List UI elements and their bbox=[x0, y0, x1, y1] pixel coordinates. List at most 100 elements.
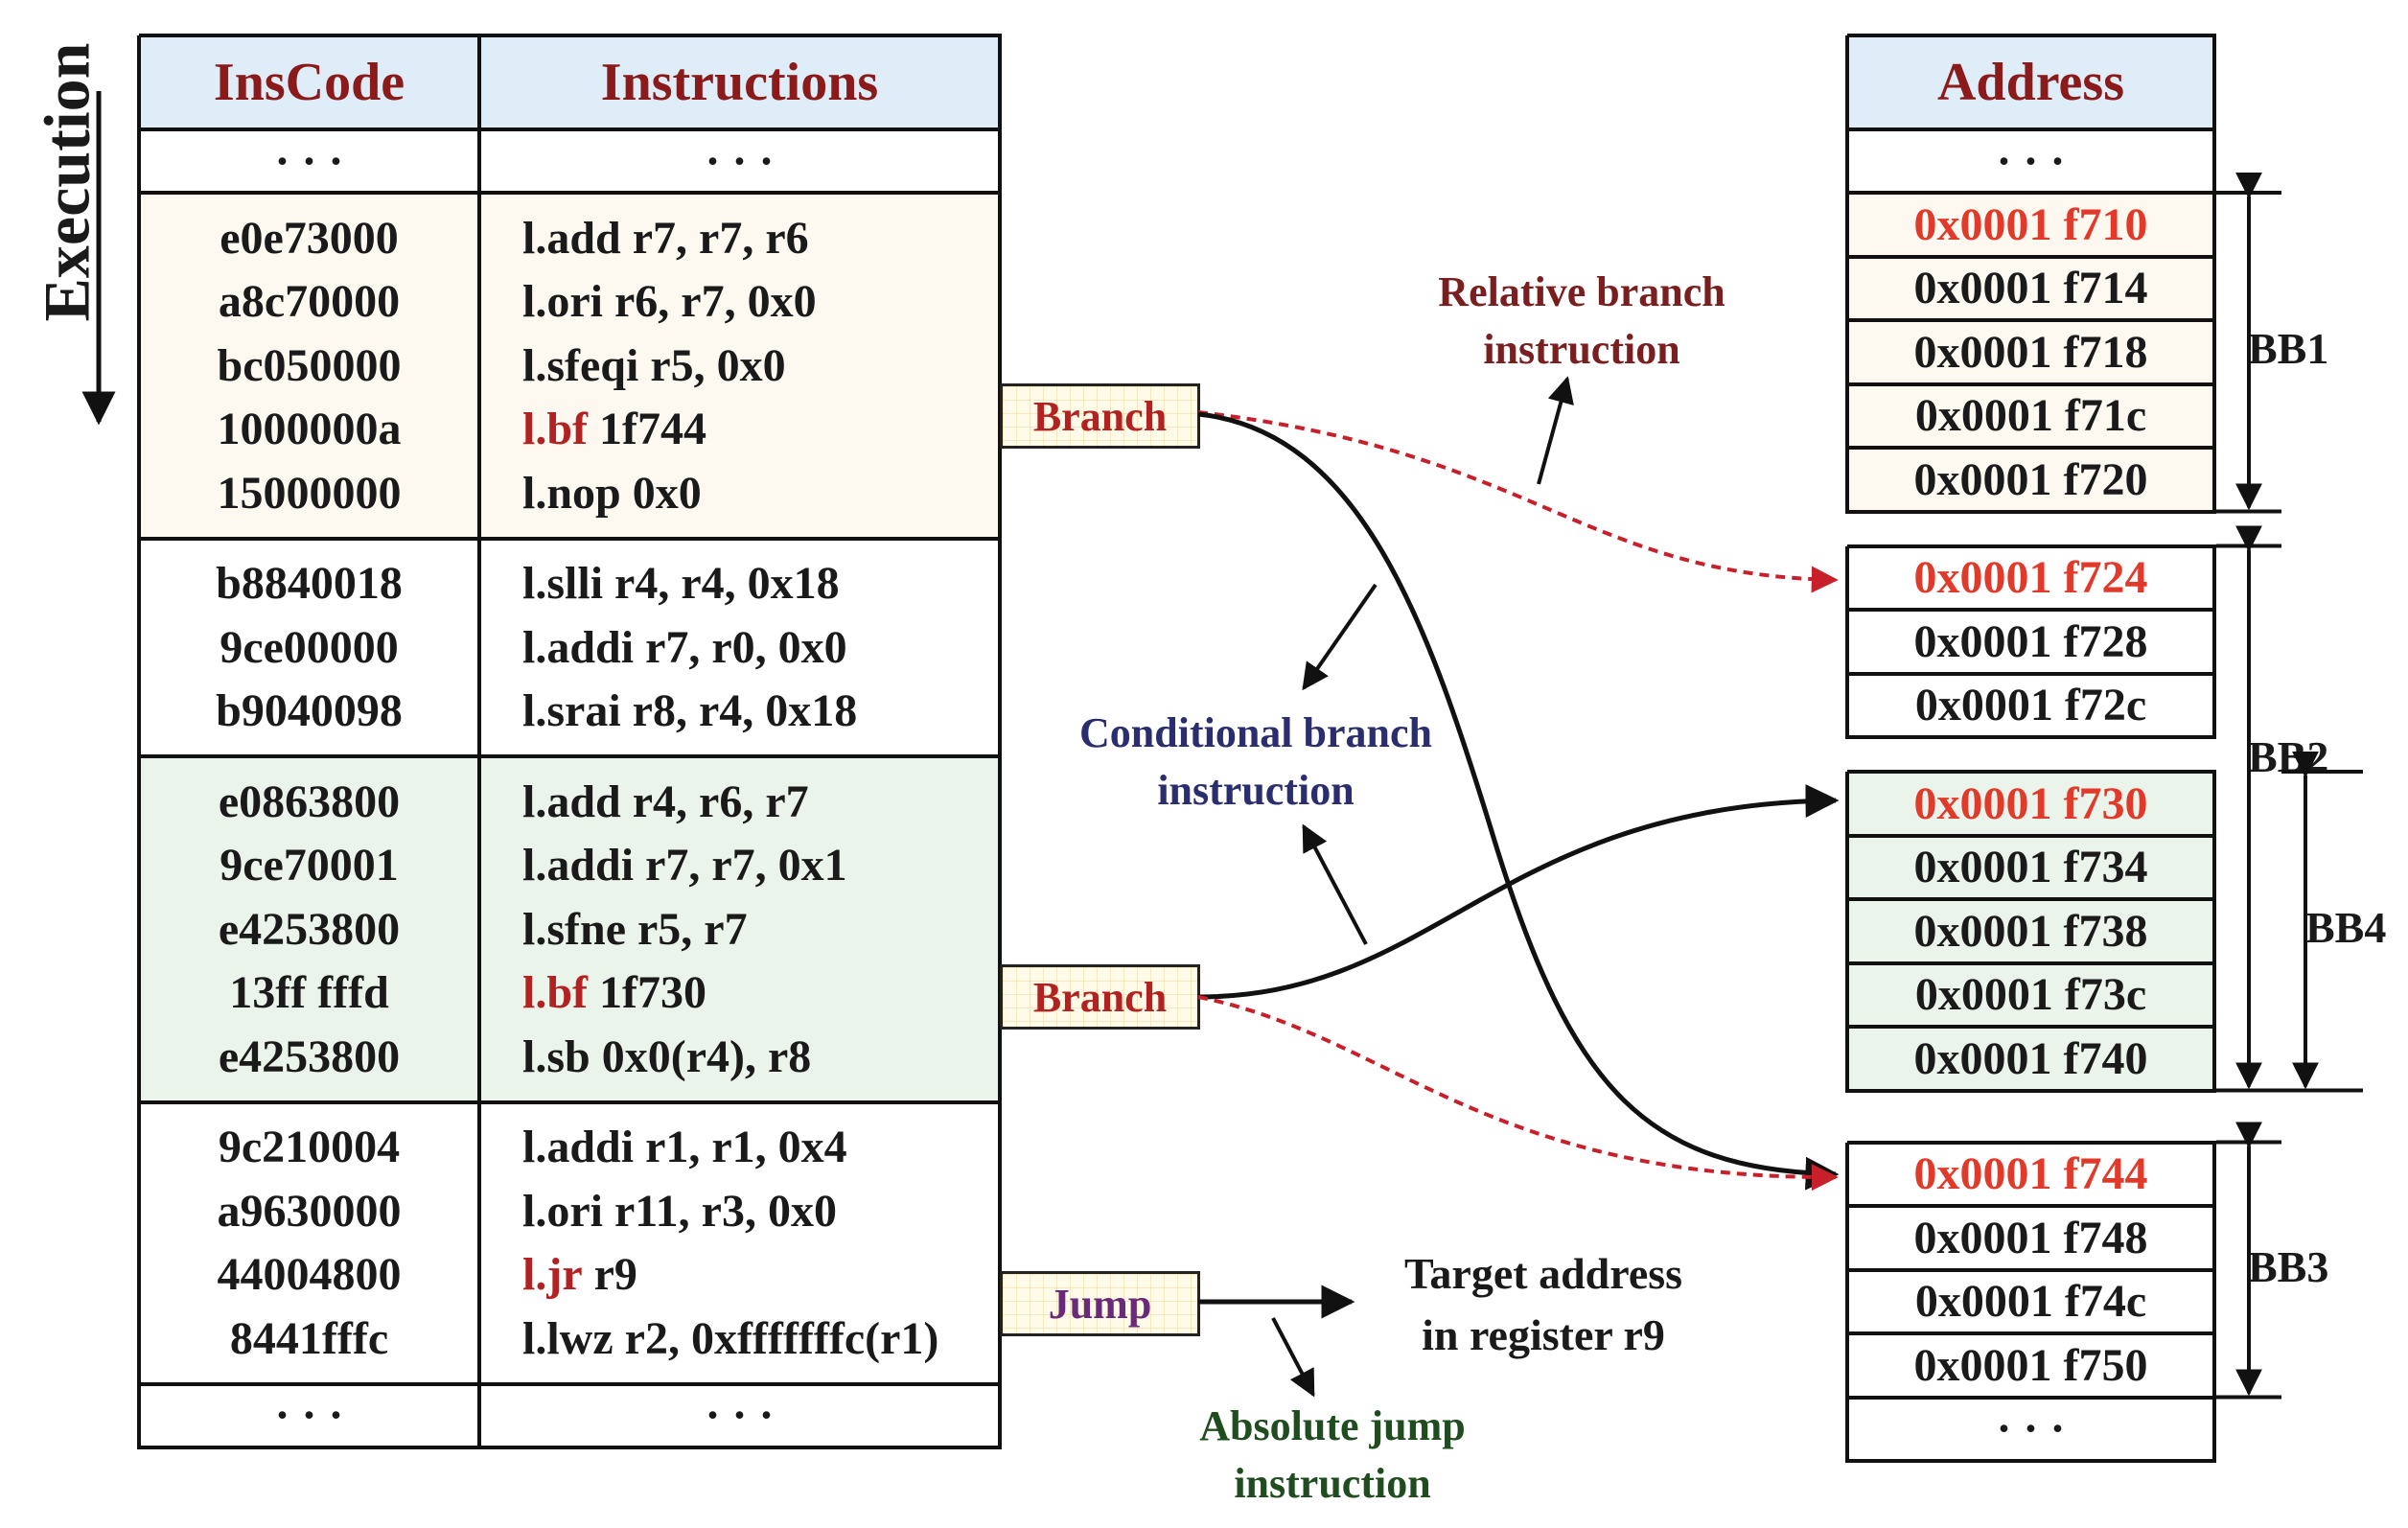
conditional-branch-annotation: Conditional branch instruction bbox=[1079, 709, 1432, 814]
address-cell: 0x0001 f744 bbox=[1847, 1142, 2214, 1206]
inscode-cell: e4253800 bbox=[218, 903, 401, 955]
operands: r7, r0, 0x0 bbox=[634, 621, 847, 673]
address-cell: 0x0001 f72c bbox=[1847, 673, 2214, 737]
instruction-cell: l.addi r7, r0, 0x0 bbox=[479, 615, 1043, 680]
absolute-pointer-arrow bbox=[1271, 1317, 1315, 1398]
address-cell: 0x0001 f730 bbox=[1847, 772, 2214, 836]
opcode: l.srai bbox=[522, 685, 621, 737]
opcode: l.bf bbox=[522, 404, 589, 455]
address-cell: 0x0001 f720 bbox=[1847, 448, 2214, 512]
block-bg bbox=[139, 193, 1000, 539]
target-address-annotation: Target address in register r9 bbox=[1403, 1249, 1683, 1359]
opcode: l.sfeqi bbox=[522, 339, 639, 391]
instruction-cell: l.bf 1f730 bbox=[479, 961, 1043, 1026]
opcode: l.addi bbox=[522, 621, 635, 673]
instruction-cell: l.bf 1f744 bbox=[479, 398, 1043, 462]
address-cell: 0x0001 f738 bbox=[1847, 899, 2214, 963]
operands: r11, r3, 0x0 bbox=[602, 1185, 837, 1237]
opcode: l.ori bbox=[522, 276, 603, 328]
inscode-cell: a9630000 bbox=[217, 1185, 402, 1237]
opcode: l.jr bbox=[522, 1249, 583, 1301]
absolute-jump-annotation: Absolute jump instruction bbox=[1199, 1402, 1466, 1507]
opcode: l.sb bbox=[522, 1030, 590, 1082]
operands: r9 bbox=[582, 1249, 637, 1301]
inscode-cell: 15000000 bbox=[217, 467, 402, 519]
operands: r7, r7, r6 bbox=[620, 212, 809, 264]
ellipsis-row: · · · bbox=[705, 135, 775, 187]
branch2-target-arrow bbox=[1197, 783, 1840, 1000]
address-cell: 0x0001 f714 bbox=[1847, 256, 2214, 320]
operands: r5, r7 bbox=[626, 903, 748, 955]
branch1-target-arrow bbox=[1197, 411, 1840, 1191]
opcode: l.ori bbox=[522, 1185, 603, 1237]
header-inscode: InsCode bbox=[139, 35, 479, 129]
address-cell: 0x0001 f740 bbox=[1847, 1027, 2214, 1091]
instruction-cell: l.ori r11, r3, 0x0 bbox=[479, 1179, 1043, 1243]
inscode-cell: bc050000 bbox=[217, 339, 402, 391]
operands: r1, r1, 0x4 bbox=[634, 1122, 847, 1173]
inscode-cell: e4253800 bbox=[218, 1030, 401, 1082]
address-cell: 0x0001 f748 bbox=[1847, 1206, 2214, 1270]
operands: r5, 0x0 bbox=[638, 339, 786, 391]
inscode-cell: b8840018 bbox=[216, 558, 403, 610]
opcode: l.add bbox=[522, 776, 621, 827]
inscode-cell: a8c70000 bbox=[218, 276, 401, 328]
address-cell: 0x0001 f750 bbox=[1847, 1333, 2214, 1398]
operands: r8, r4, 0x18 bbox=[620, 685, 858, 737]
header-address: Address bbox=[1847, 35, 2214, 129]
address-cell: 0x0001 f728 bbox=[1847, 610, 2214, 674]
opcode: l.nop bbox=[522, 467, 621, 519]
block-bg bbox=[139, 756, 1000, 1102]
inscode-cell: 9c210004 bbox=[218, 1122, 401, 1173]
opcode: l.bf bbox=[522, 967, 589, 1019]
operands: r4, r6, r7 bbox=[620, 776, 809, 827]
operands: 0x0(r4), r8 bbox=[590, 1030, 812, 1082]
inscode-cell: e0e73000 bbox=[220, 212, 399, 264]
operands: 1f744 bbox=[588, 404, 706, 455]
operands: 0x0 bbox=[620, 467, 702, 519]
branch1-taken-dashed-arrow bbox=[1197, 410, 1839, 593]
instruction-cell: l.sb 0x0(r4), r8 bbox=[479, 1025, 1043, 1089]
inscode-cell: e0863800 bbox=[218, 776, 401, 827]
operands: r7, r7, 0x1 bbox=[634, 840, 847, 891]
ellipsis-row: · · · bbox=[705, 1390, 775, 1441]
instruction-cell: l.addi r1, r1, 0x4 bbox=[479, 1116, 1043, 1180]
opcode: l.sfne bbox=[522, 903, 626, 955]
address-cell: 0x0001 f724 bbox=[1847, 545, 2214, 610]
instruction-cell: l.ori r6, r7, 0x0 bbox=[479, 270, 1043, 335]
inscode-cell: b9040098 bbox=[216, 685, 403, 737]
address-cell: 0x0001 f71c bbox=[1847, 383, 2214, 448]
opcode: l.addi bbox=[522, 1122, 635, 1173]
inscode-cell: 13ff fffd bbox=[229, 967, 389, 1019]
header-instructions: Instructions bbox=[479, 35, 1000, 129]
relative-pointer-arrow bbox=[1537, 376, 1574, 485]
operands: r4, r4, 0x18 bbox=[603, 558, 840, 610]
operands: 1f730 bbox=[588, 967, 706, 1019]
block-bg bbox=[139, 538, 1000, 756]
instruction-cell: l.add r4, r6, r7 bbox=[479, 770, 1043, 834]
instruction-cell: l.srai r8, r4, 0x18 bbox=[479, 680, 1043, 744]
branch-tag-1: Branch bbox=[1000, 383, 1200, 449]
address-cell: 0x0001 f734 bbox=[1847, 835, 2214, 899]
instruction-cell: l.addi r7, r7, 0x1 bbox=[479, 834, 1043, 898]
opcode: l.lwz bbox=[522, 1312, 614, 1364]
inscode-cell: 44004800 bbox=[217, 1249, 402, 1301]
inscode-cell: 1000000a bbox=[217, 404, 402, 455]
address-cell: 0x0001 f74c bbox=[1847, 1269, 2214, 1333]
conditional-pointer-up-arrow bbox=[1302, 583, 1378, 691]
address-cell: 0x0001 f718 bbox=[1847, 320, 2214, 384]
relative-branch-annotation: Relative branch instruction bbox=[1438, 268, 1725, 373]
ellipsis-row: · · · bbox=[1996, 135, 2066, 187]
instruction-cell: l.slli r4, r4, 0x18 bbox=[479, 552, 1043, 616]
instruction-cell: l.add r7, r7, r6 bbox=[479, 206, 1043, 270]
block-bg bbox=[139, 1101, 1000, 1384]
address-cell: 0x0001 f73c bbox=[1847, 962, 2214, 1027]
ellipsis-row: · · · bbox=[274, 1390, 344, 1441]
bb4-label: BB4 bbox=[2305, 903, 2387, 953]
inscode-cell: 8441fffc bbox=[229, 1312, 389, 1364]
opcode: l.add bbox=[522, 212, 621, 264]
branch-tag-2: Branch bbox=[1000, 964, 1200, 1030]
opcode: l.slli bbox=[522, 558, 604, 610]
operands: r2, 0xfffffffc(r1) bbox=[613, 1312, 939, 1364]
